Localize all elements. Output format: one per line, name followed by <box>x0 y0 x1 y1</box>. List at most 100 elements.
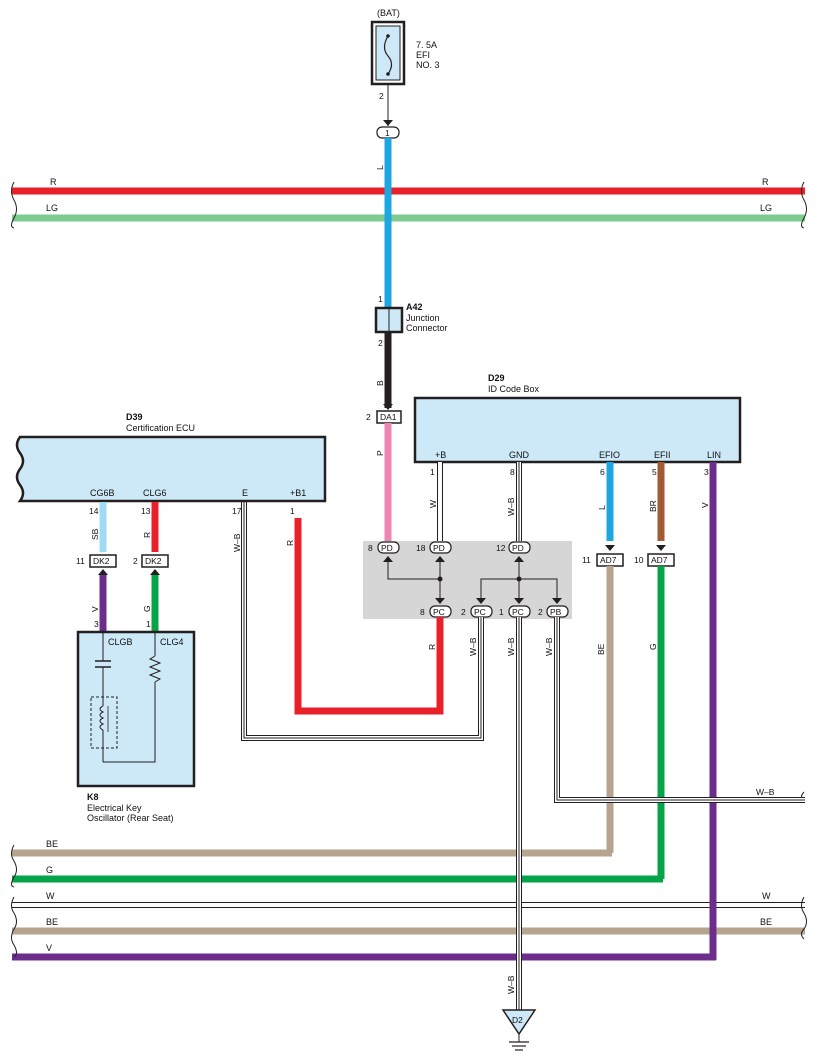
d39-pin-13: 13 <box>141 506 151 516</box>
d29-term-b: +B <box>435 450 446 460</box>
wire-w-label: W <box>428 500 438 508</box>
fuse-name-2: NO. 3 <box>416 60 440 70</box>
pb-2: PB 2 <box>538 605 569 618</box>
d39-certification-ecu: D39 Certification ECU CG6B CLG6 E +B1 14… <box>15 412 327 516</box>
wire-wb-e-label: W–B <box>232 533 242 552</box>
pc-8: PC 8 <box>420 605 452 618</box>
d29-term-efii: EFII <box>654 450 671 460</box>
connector-ad7-10: AD7 10 <box>634 545 675 567</box>
d39-term-e: E <box>242 488 248 498</box>
k8-line2: Oscillator (Rear Seat) <box>87 813 174 823</box>
svg-text:DK2: DK2 <box>93 556 110 566</box>
svg-text:18: 18 <box>416 543 426 553</box>
ground-d2: D2 <box>501 1009 537 1051</box>
ad7-10-pin: 10 <box>634 555 644 565</box>
splice-block <box>363 541 572 619</box>
coil-icon <box>99 705 105 731</box>
svg-text:PC: PC <box>433 607 445 617</box>
bus-w-label-right: W <box>762 891 771 901</box>
d39-term-b1: +B1 <box>290 488 306 498</box>
ground-triangle <box>501 1009 537 1036</box>
svg-text:12: 12 <box>496 543 506 553</box>
bus-be-label-right: BE <box>760 917 772 927</box>
wire-sb-label: SB <box>90 528 100 540</box>
pd-12: PD 12 <box>496 541 531 554</box>
svg-text:8: 8 <box>368 543 373 553</box>
a42-line2: Connector <box>406 323 448 333</box>
svg-text:PC: PC <box>512 607 524 617</box>
svg-text:DK2: DK2 <box>145 556 162 566</box>
bus-lg-label-right: LG <box>760 203 772 213</box>
a42-pin-1: 1 <box>378 294 383 304</box>
d29-name: ID Code Box <box>488 384 540 394</box>
arrow-down-icon <box>605 545 615 551</box>
wire-l-efio-label: L <box>597 505 607 510</box>
arrow-down-icon <box>514 598 524 604</box>
svg-text:2: 2 <box>538 607 543 617</box>
pc-2: PC 2 <box>461 605 493 618</box>
svg-text:1: 1 <box>499 607 504 617</box>
a42-line1: Junction <box>406 313 440 323</box>
ad7-10-label: AD7 <box>651 555 668 565</box>
wire-wb-e <box>241 502 484 741</box>
fuse-body <box>375 25 401 81</box>
arrow-up-icon <box>150 569 160 575</box>
d29-box <box>413 396 742 464</box>
bus-g-label: G <box>46 865 53 875</box>
bus-lines: R R LG LG BE G W W BE BE V <box>11 177 807 961</box>
arrow-down-icon <box>656 545 666 551</box>
d39-pin-1: 1 <box>290 506 295 516</box>
d29-id-code-box: D29 ID Code Box +B GND EFIO EFII LIN 1 8… <box>413 373 742 477</box>
arrow-down-icon <box>552 598 562 604</box>
wire-v-lin-label: V <box>700 502 710 508</box>
connector-dk2-2: DK2 2 <box>133 554 169 575</box>
k8-oscillator: 3 1 CLGB CLG4 K8 Electrical Key Oscillat… <box>76 619 196 823</box>
bat-label: (BAT) <box>377 8 400 18</box>
pd-18: PD 18 <box>416 541 452 554</box>
wire-wb-pc1-label: W–B <box>506 637 516 656</box>
d29-term-gnd: GND <box>509 450 530 460</box>
ad7-11-pin: 11 <box>582 555 591 565</box>
svg-text:2: 2 <box>461 607 466 617</box>
svg-text:11: 11 <box>76 556 85 566</box>
d29-pin-3: 3 <box>704 467 709 477</box>
connector-dk2-11: DK2 11 <box>76 554 117 575</box>
svg-text:PB: PB <box>550 607 562 617</box>
arrow-down-icon <box>383 404 393 410</box>
resistor-icon <box>148 655 162 683</box>
fuse-name-1: EFI <box>416 50 430 60</box>
a42-id: A42 <box>406 302 423 312</box>
d29-pin-1: 1 <box>430 467 435 477</box>
wire-r-pc-label: R <box>427 644 437 650</box>
k8-line1: Electrical Key <box>87 803 142 813</box>
d39-term-cg6b: CG6B <box>90 488 115 498</box>
a42-pin-2: 2 <box>378 338 383 348</box>
d29-id: D29 <box>488 373 505 383</box>
d39-pin-17: 17 <box>232 506 242 516</box>
bus-lg-label: LG <box>46 203 58 213</box>
arrow-down-icon <box>383 120 393 126</box>
arrow-down-icon <box>435 598 445 604</box>
wire-p-label: P <box>375 450 385 456</box>
arrow-up-icon <box>383 556 393 562</box>
coil-housing <box>90 696 118 749</box>
svg-text:PD: PD <box>433 543 445 553</box>
wire-wb-label-gnd: W–B <box>506 497 516 516</box>
bus-be-label-1: BE <box>46 839 58 849</box>
wire-be-ad7-label: BE <box>596 643 606 655</box>
arrow-up-icon <box>435 556 445 562</box>
wire-wb-pb-label: W–B <box>544 637 554 656</box>
d29-pin-8: 8 <box>510 467 515 477</box>
svg-text:8: 8 <box>420 607 425 617</box>
arrow-up-icon <box>514 556 524 562</box>
splice-connectors: PD 8 PD 18 PD 12 PC 8 <box>368 541 569 618</box>
da1-label: DA1 <box>380 412 397 422</box>
wire-r-b1 <box>294 518 444 715</box>
wire-l-label: L <box>375 165 385 170</box>
d39-id: D39 <box>126 412 143 422</box>
wire-g-ad7-label: G <box>648 643 658 650</box>
fuse-rating: 7. 5A <box>416 40 437 50</box>
svg-text:PD: PD <box>381 543 393 553</box>
wire-b-label: B <box>375 380 385 386</box>
svg-text:PC: PC <box>474 607 486 617</box>
